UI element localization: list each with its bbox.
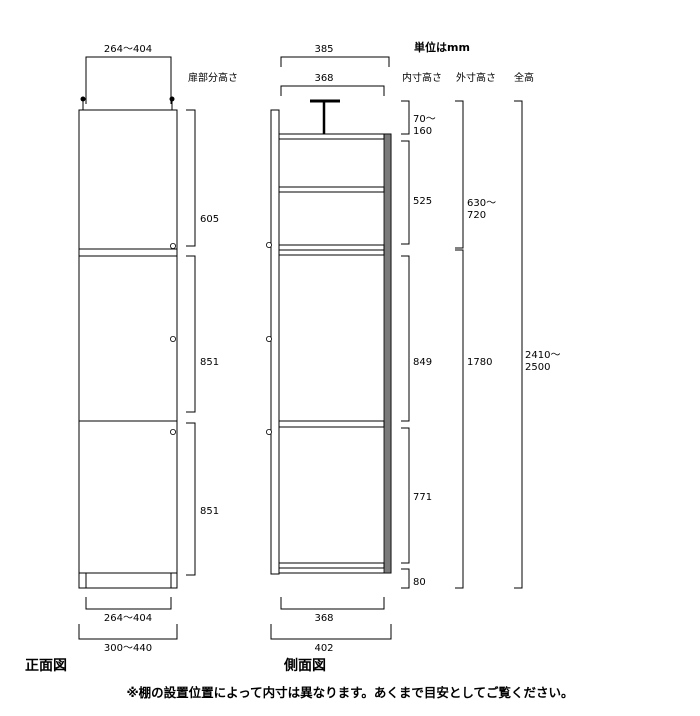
inner-height-label-5: 80 [413,577,426,588]
side-door-panel [270,109,280,575]
front-anchor-left-head [80,96,86,102]
side-bottom-outer-depth-label: 402 [314,643,333,654]
door-height-label-3: 851 [200,506,219,517]
inner-height-bracket-1 [401,100,410,135]
inner-height-bracket-4 [401,427,410,564]
side-view-title: 側面図 [283,657,326,674]
front-top-width-label: 264～404 [104,44,152,55]
side-bottom-outer-depth-bracket [270,624,392,640]
front-bottom-inner-width-bracket [85,597,172,610]
inner-height-bracket-5 [401,568,410,589]
side-back-panel [383,133,392,574]
unit-note: 単位はmm [414,40,470,54]
side-top-outer-depth-label: 385 [314,44,333,55]
outer-height-bracket-1 [455,100,464,249]
header-total-height: 全高 [514,71,534,84]
side-shelf-2 [278,244,385,251]
total-height-bracket [514,100,523,589]
door-height-bracket-2 [186,255,196,413]
total-height-label: 2410～2500 [525,350,560,373]
inner-height-label-2: 525 [413,196,432,207]
outer-height-bracket-2 [455,249,464,589]
inner-height-bracket-2 [401,140,410,245]
side-knob-1 [265,241,272,248]
door-height-label-2: 851 [200,357,219,368]
side-top-inner-depth-label: 368 [314,73,333,84]
front-knob-1 [169,242,176,249]
side-knob-2 [265,335,272,342]
front-view: 264～404 605 851 851 264～404 300～440 正面図 [25,44,219,674]
header-door-height: 扉部分高さ [188,71,238,84]
side-shelf-4 [278,420,385,428]
header-outer-height: 外寸高さ [456,71,496,84]
front-anchor-right-head [169,96,175,102]
front-view-title: 正面図 [25,658,67,674]
outer-height-label-1: 630～720 [467,198,496,221]
side-top-inner-depth-bracket [280,85,385,96]
side-view: 385 368 70～160 525 849 771 80 [265,44,560,674]
door-height-bracket-3 [186,422,196,576]
side-bottom-inner-depth-bracket [280,597,385,610]
footnote: ※棚の設置位置によって内寸は異なります。あくまで目安としてご覧ください。 [126,685,573,700]
header-inner-height: 内寸高さ [402,71,442,84]
side-cabinet-box [278,133,392,574]
side-knob-3 [265,428,272,435]
outer-height-label-2: 1780 [467,357,492,368]
front-bottom-outer-width-label: 300～440 [104,643,152,654]
front-bottom-outer-width-bracket [78,624,178,640]
front-top-width-bracket [85,56,172,104]
side-shelf-3 [278,249,385,256]
door-height-label-1: 605 [200,214,219,225]
front-knob-3 [169,428,176,435]
side-shelf-bottom [278,562,385,569]
side-bottom-inner-depth-label: 368 [314,613,333,624]
door-height-bracket-1 [186,109,196,247]
inner-height-bracket-3 [401,255,410,422]
front-knob-2 [169,335,176,342]
inner-height-label-4: 771 [413,492,432,503]
front-bottom-inner-width-label: 264～404 [104,613,152,624]
side-shelf-1 [278,186,385,193]
side-top-outer-depth-bracket [280,56,390,67]
inner-height-label-3: 849 [413,357,432,368]
front-cabinet-body [78,109,178,589]
side-shelf-top [278,133,385,140]
inner-height-label-1: 70～160 [413,114,436,137]
